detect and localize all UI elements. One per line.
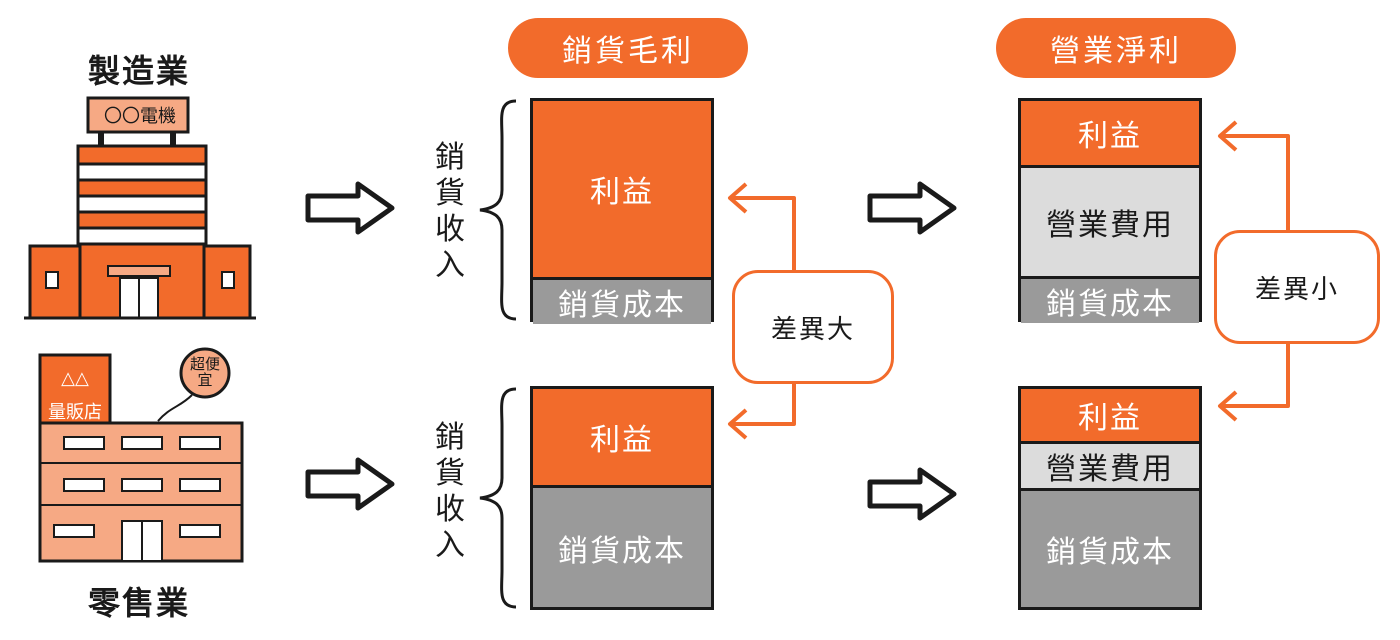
left-brace-icon: [479, 387, 517, 609]
profit-segment: 利益: [1021, 389, 1199, 441]
operating-profit-bar-manufacturing: 利益 營業費用 銷貨成本: [1018, 98, 1202, 323]
store-building-illustration: [38, 347, 244, 563]
gross-profit-bar-manufacturing: 利益 銷貨成本: [530, 98, 714, 324]
gross-profit-header: 銷貨毛利: [508, 18, 748, 78]
arrow-right-icon: [305, 457, 395, 511]
revenue-label-top: 銷貨收入: [435, 140, 465, 283]
profit-segment: 利益: [533, 389, 711, 485]
factory-building-illustration: [24, 96, 256, 320]
cost-of-goods-segment: 銷貨成本: [1021, 276, 1199, 323]
retail-label: 零售業: [88, 584, 191, 622]
operating-profit-header: 營業淨利: [996, 18, 1236, 78]
operating-profit-bar-retail: 利益 營業費用 銷貨成本: [1018, 386, 1202, 610]
arrow-right-icon: [867, 181, 957, 235]
arrow-right-icon: [305, 181, 395, 235]
profit-segment: 利益: [533, 101, 711, 277]
left-brace-icon: [479, 99, 517, 321]
store-sign-bottom: 量販店: [48, 402, 102, 423]
gross-profit-bar-retail: 利益 銷貨成本: [530, 386, 714, 610]
cost-of-goods-segment: 銷貨成本: [1021, 488, 1199, 607]
profit-segment: 利益: [1021, 101, 1199, 165]
gross-difference-label: 差異大: [732, 270, 894, 384]
manufacturing-label: 製造業: [88, 52, 191, 90]
operating-difference-label: 差異小: [1214, 230, 1380, 344]
factory-sign-text: 〇〇電機: [104, 106, 176, 127]
store-speech-bubble-text: 超便宜: [189, 355, 220, 389]
cost-of-goods-segment: 銷貨成本: [533, 277, 711, 324]
revenue-label-bottom: 銷貨收入: [435, 420, 465, 563]
cost-of-goods-segment: 銷貨成本: [533, 485, 711, 607]
operating-expense-segment: 營業費用: [1021, 441, 1199, 488]
store-sign-top: △△: [61, 368, 89, 389]
operating-expense-segment: 營業費用: [1021, 165, 1199, 276]
arrow-right-icon: [867, 467, 957, 521]
